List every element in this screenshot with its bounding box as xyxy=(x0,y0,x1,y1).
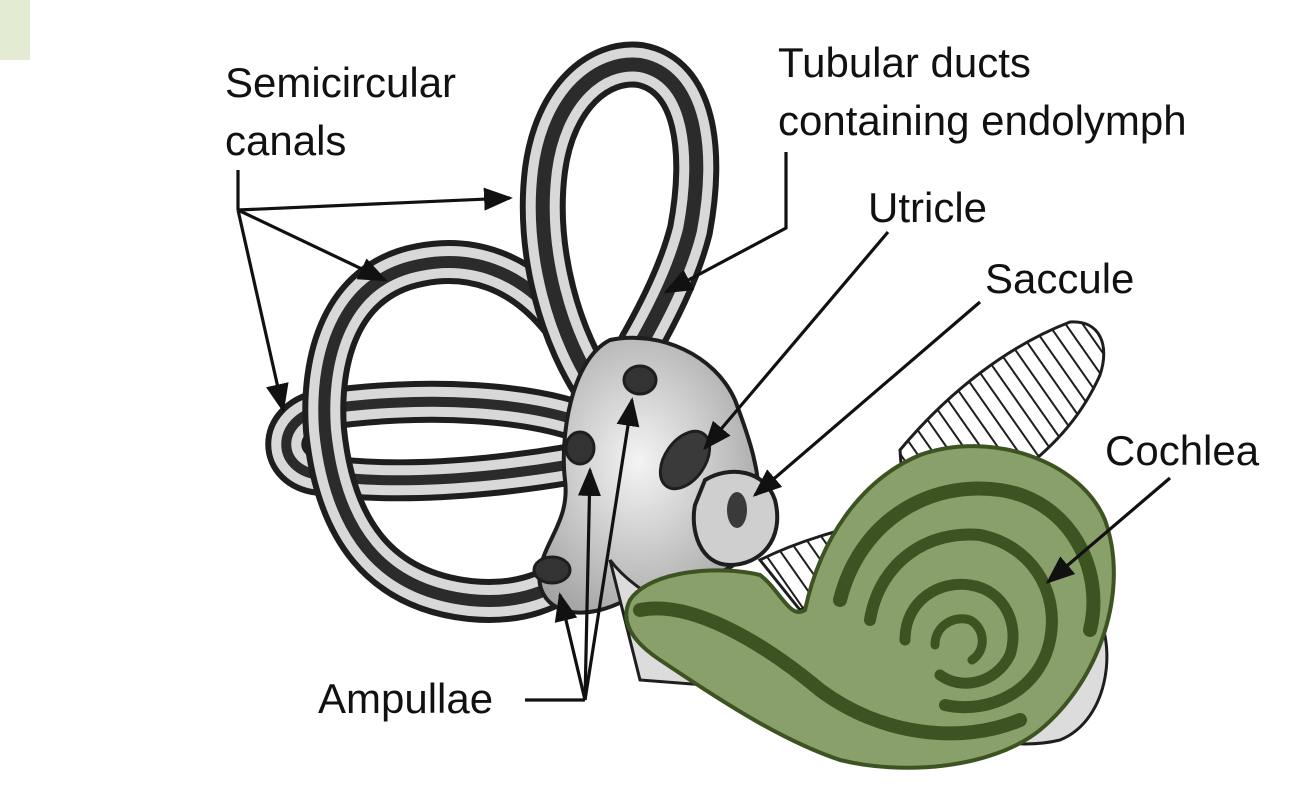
pointer-utricle xyxy=(703,230,890,451)
saccule-macula xyxy=(727,492,747,528)
anterior-semicircular-canal xyxy=(519,41,720,418)
label-tubular-ducts-line1: Tubular ducts xyxy=(778,39,1031,86)
pointer-saccule xyxy=(752,300,982,497)
lateral-semicircular-canal xyxy=(265,380,661,502)
label-tubular-ducts-line2: containing endolymph xyxy=(778,97,1187,144)
ampulla-lateral xyxy=(564,430,596,466)
label-saccule: Saccule xyxy=(985,255,1134,302)
ampulla-anterior xyxy=(622,364,658,396)
cochlea-structure xyxy=(624,444,1116,770)
pointer-tubular-ducts xyxy=(663,152,788,294)
posterior-semicircular-canal xyxy=(302,240,597,623)
pointer-ampullae xyxy=(525,397,640,702)
corner-swatch xyxy=(0,0,30,60)
ampulla-posterior xyxy=(532,555,572,585)
label-ampullae: Ampullae xyxy=(318,675,493,722)
pointer-cochlea xyxy=(1045,476,1172,584)
label-cochlea: Cochlea xyxy=(1105,427,1260,474)
label-utricle: Utricle xyxy=(868,184,987,231)
label-semicircular-canals-line2: canals xyxy=(225,117,346,164)
pointer-semicircular-canals xyxy=(236,170,513,413)
label-semicircular-canals-line1: Semicircular xyxy=(225,59,456,106)
